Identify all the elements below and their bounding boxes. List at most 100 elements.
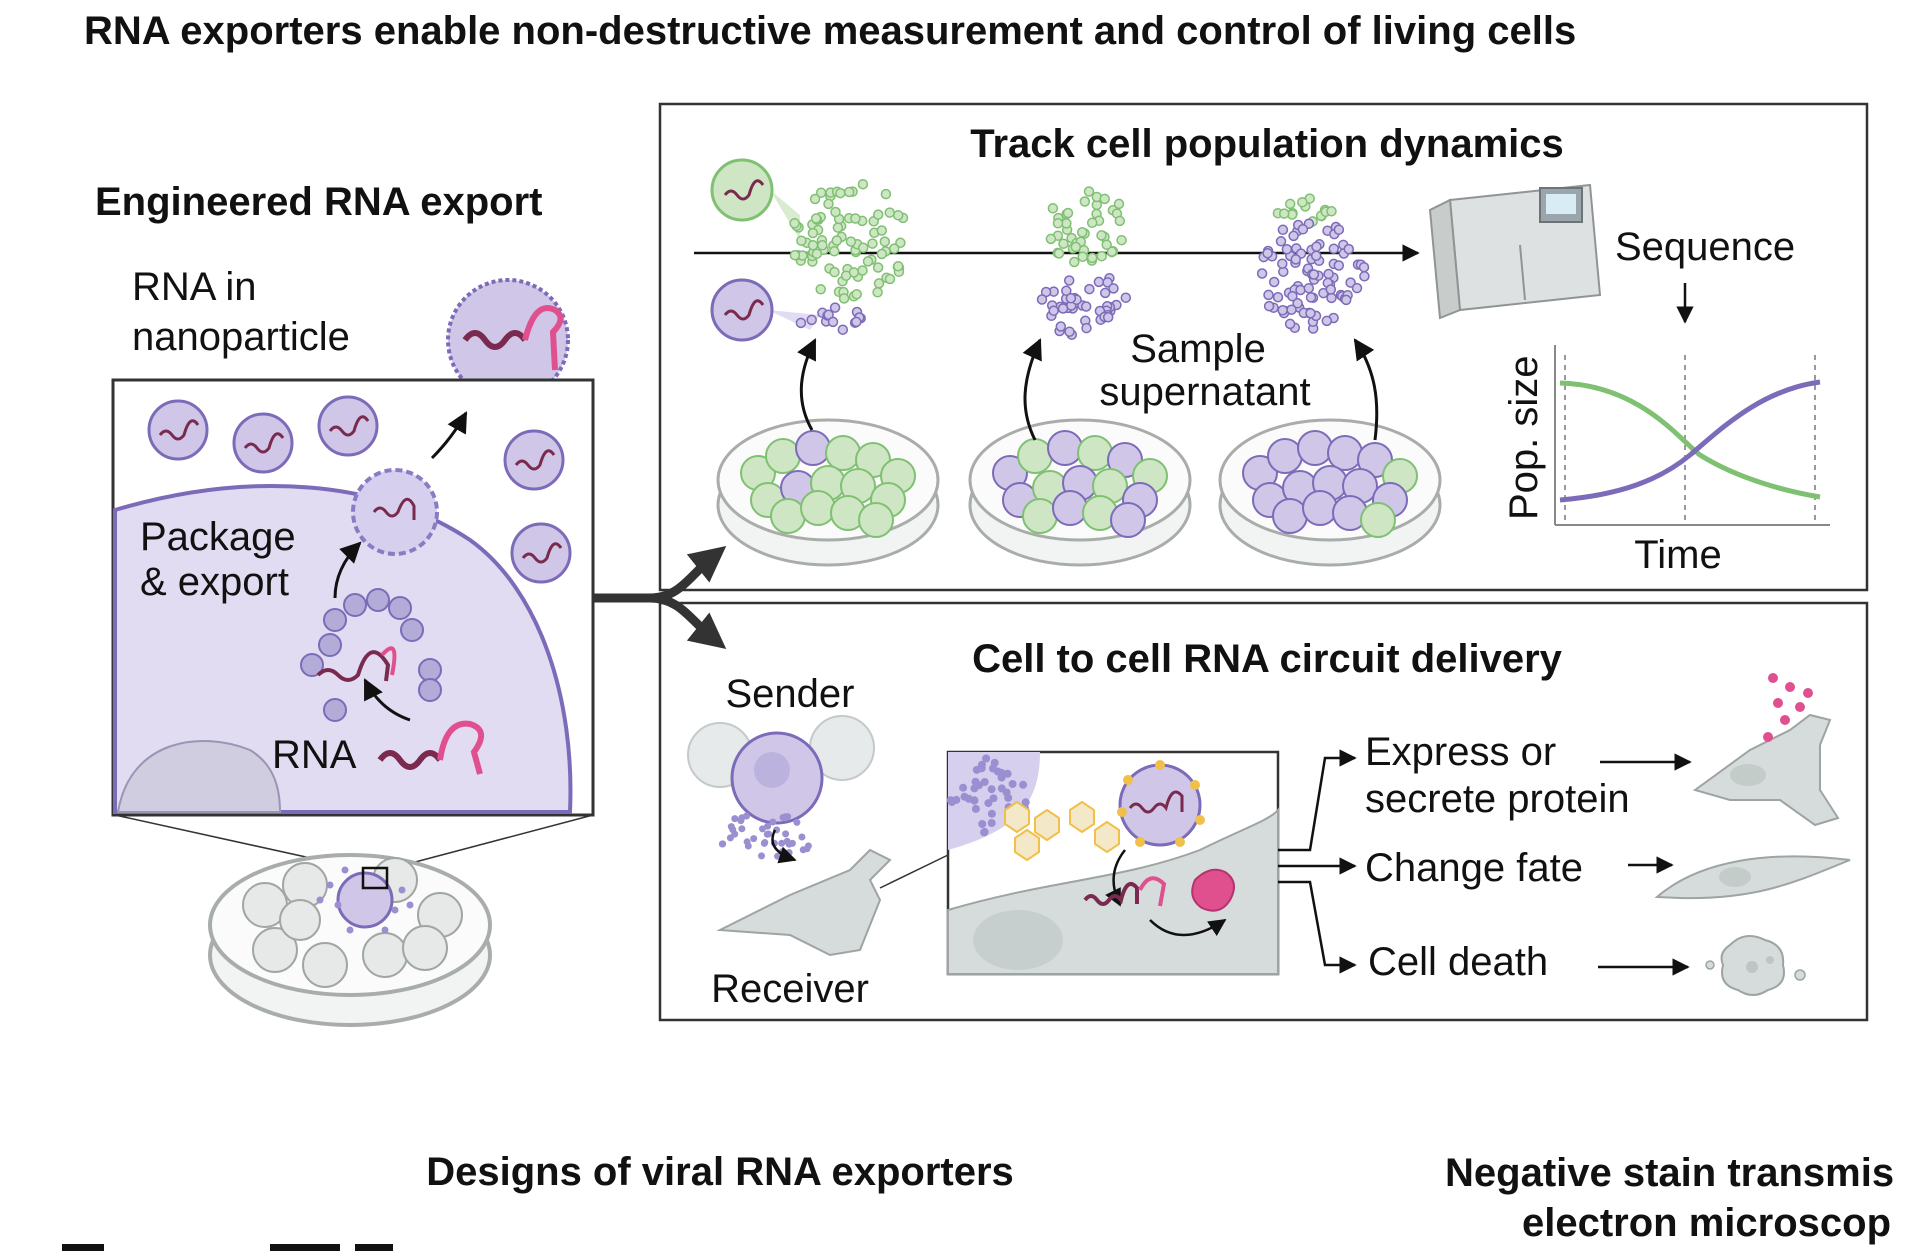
particle bbox=[982, 754, 991, 763]
particle bbox=[989, 764, 997, 773]
particle bbox=[1308, 269, 1320, 280]
particle bbox=[1288, 230, 1299, 242]
particle bbox=[806, 314, 817, 326]
particle bbox=[737, 817, 745, 825]
particle bbox=[1076, 227, 1088, 238]
outcome-protein-line1: Express or bbox=[1365, 730, 1556, 774]
particle bbox=[1278, 208, 1290, 219]
particle bbox=[997, 768, 1006, 777]
capsid-subunits bbox=[300, 588, 442, 722]
particle bbox=[1292, 298, 1303, 309]
particle bbox=[1004, 793, 1013, 802]
purple-population-curve bbox=[1559, 379, 1821, 503]
particle bbox=[1077, 251, 1088, 262]
outcome-fate: Change fate bbox=[1365, 846, 1583, 890]
particle bbox=[763, 830, 771, 838]
package-label-line1: Package bbox=[140, 515, 296, 559]
particle bbox=[873, 278, 885, 289]
particle bbox=[1325, 284, 1337, 295]
particle bbox=[840, 270, 852, 281]
green-population-curve bbox=[1559, 380, 1821, 500]
particle bbox=[1063, 275, 1075, 286]
particle bbox=[1057, 303, 1069, 314]
particle bbox=[984, 799, 993, 808]
particle bbox=[1102, 312, 1114, 323]
particle bbox=[843, 186, 855, 198]
particle bbox=[829, 246, 840, 257]
particle bbox=[1053, 248, 1065, 259]
particle bbox=[795, 317, 807, 329]
particle bbox=[1086, 217, 1098, 229]
particle bbox=[1048, 305, 1059, 316]
particle-cloud-3 bbox=[1256, 193, 1370, 334]
outcome-protein-line2: secrete protein bbox=[1365, 777, 1630, 821]
particle bbox=[835, 187, 846, 199]
particle bbox=[764, 822, 772, 830]
particle bbox=[778, 839, 786, 847]
particle bbox=[1359, 271, 1370, 282]
particle bbox=[1333, 224, 1345, 235]
small-nanoparticles bbox=[147, 395, 572, 584]
left-panel: Engineered RNA export RNA in nanoparticl… bbox=[95, 180, 727, 1027]
particle bbox=[971, 804, 980, 813]
green-cell bbox=[800, 490, 836, 526]
particle bbox=[1003, 769, 1012, 778]
particle bbox=[1083, 186, 1095, 197]
nucleus bbox=[116, 740, 282, 813]
main-title: RNA exporters enable non-destructive mea… bbox=[84, 9, 1576, 53]
particle bbox=[811, 248, 823, 259]
engineered-export-heading: Engineered RNA export bbox=[95, 180, 542, 224]
particle bbox=[1047, 203, 1059, 214]
particle bbox=[857, 178, 869, 190]
particle bbox=[851, 288, 862, 300]
particle bbox=[807, 227, 819, 239]
particle bbox=[1096, 250, 1107, 262]
particle bbox=[1096, 230, 1107, 241]
particle bbox=[1069, 256, 1080, 268]
particle bbox=[1008, 780, 1017, 788]
particle bbox=[738, 825, 746, 833]
particle bbox=[829, 266, 840, 278]
particle-cloud-1 bbox=[789, 178, 909, 335]
particle bbox=[827, 316, 839, 328]
particle bbox=[876, 248, 888, 260]
particle bbox=[977, 760, 986, 769]
particle bbox=[718, 840, 726, 848]
particle bbox=[850, 213, 861, 224]
purple-cell bbox=[1047, 430, 1083, 466]
particle bbox=[857, 265, 868, 276]
green-cell bbox=[1077, 435, 1113, 471]
particle bbox=[1021, 798, 1030, 807]
particle bbox=[1101, 239, 1112, 250]
particle bbox=[1099, 193, 1110, 205]
sequencer-icon bbox=[1428, 183, 1602, 320]
particle bbox=[1052, 218, 1064, 229]
particle bbox=[1080, 301, 1092, 312]
particle bbox=[876, 225, 888, 236]
particle bbox=[1036, 294, 1048, 305]
purple-cell bbox=[1272, 498, 1308, 534]
particle bbox=[872, 287, 883, 298]
particle bbox=[1305, 292, 1317, 303]
particle bbox=[1084, 283, 1095, 295]
particle bbox=[997, 784, 1006, 793]
particle bbox=[1093, 276, 1105, 288]
particle bbox=[946, 796, 955, 805]
particle bbox=[872, 262, 884, 273]
particle bbox=[978, 820, 987, 828]
particle bbox=[987, 785, 996, 794]
particle bbox=[888, 243, 900, 254]
receiver-label: Receiver bbox=[711, 967, 869, 1011]
particle bbox=[857, 242, 869, 254]
particle bbox=[785, 849, 793, 856]
track-panel: Track cell population dynamics bbox=[658, 102, 1869, 592]
particle bbox=[1290, 254, 1302, 265]
delivery-panel: Cell to cell RNA circuit delivery Sender… bbox=[658, 601, 1869, 1022]
particle bbox=[779, 814, 787, 821]
particle bbox=[1287, 290, 1298, 302]
particle bbox=[1120, 292, 1132, 303]
particle bbox=[769, 818, 777, 826]
particle bbox=[830, 206, 841, 218]
particle bbox=[1277, 305, 1288, 316]
particle bbox=[760, 839, 768, 847]
